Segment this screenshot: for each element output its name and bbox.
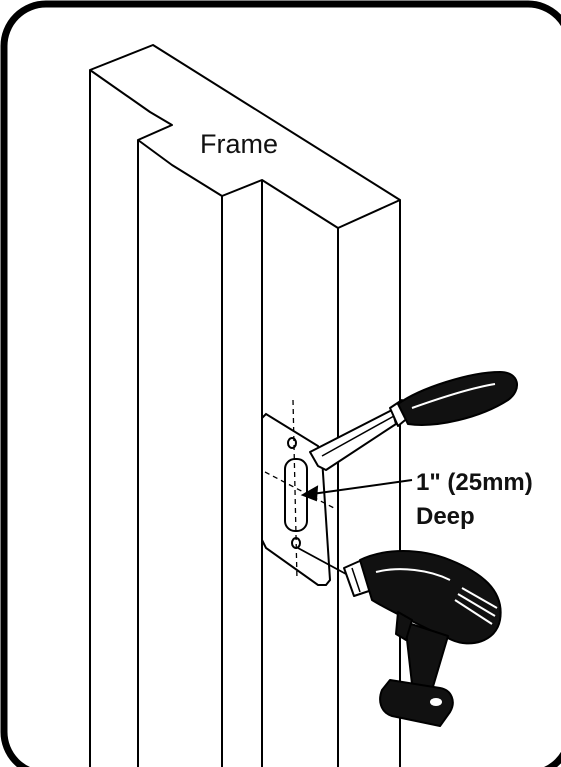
drill-icon xyxy=(343,550,502,727)
chisel-blade xyxy=(309,409,397,471)
depth-arrow xyxy=(300,479,413,502)
center-guide-lines xyxy=(264,399,335,581)
depth-label-line1: 1" (25mm) xyxy=(416,469,533,496)
drill-bit xyxy=(297,547,347,575)
door-frame xyxy=(89,44,401,767)
screw-hole-top xyxy=(287,437,297,449)
frame-label: Frame xyxy=(200,129,278,159)
drill-trigger xyxy=(395,611,413,641)
chisel-icon xyxy=(309,371,518,471)
drill-battery xyxy=(379,679,454,727)
depth-label-line2: Deep xyxy=(416,503,475,530)
